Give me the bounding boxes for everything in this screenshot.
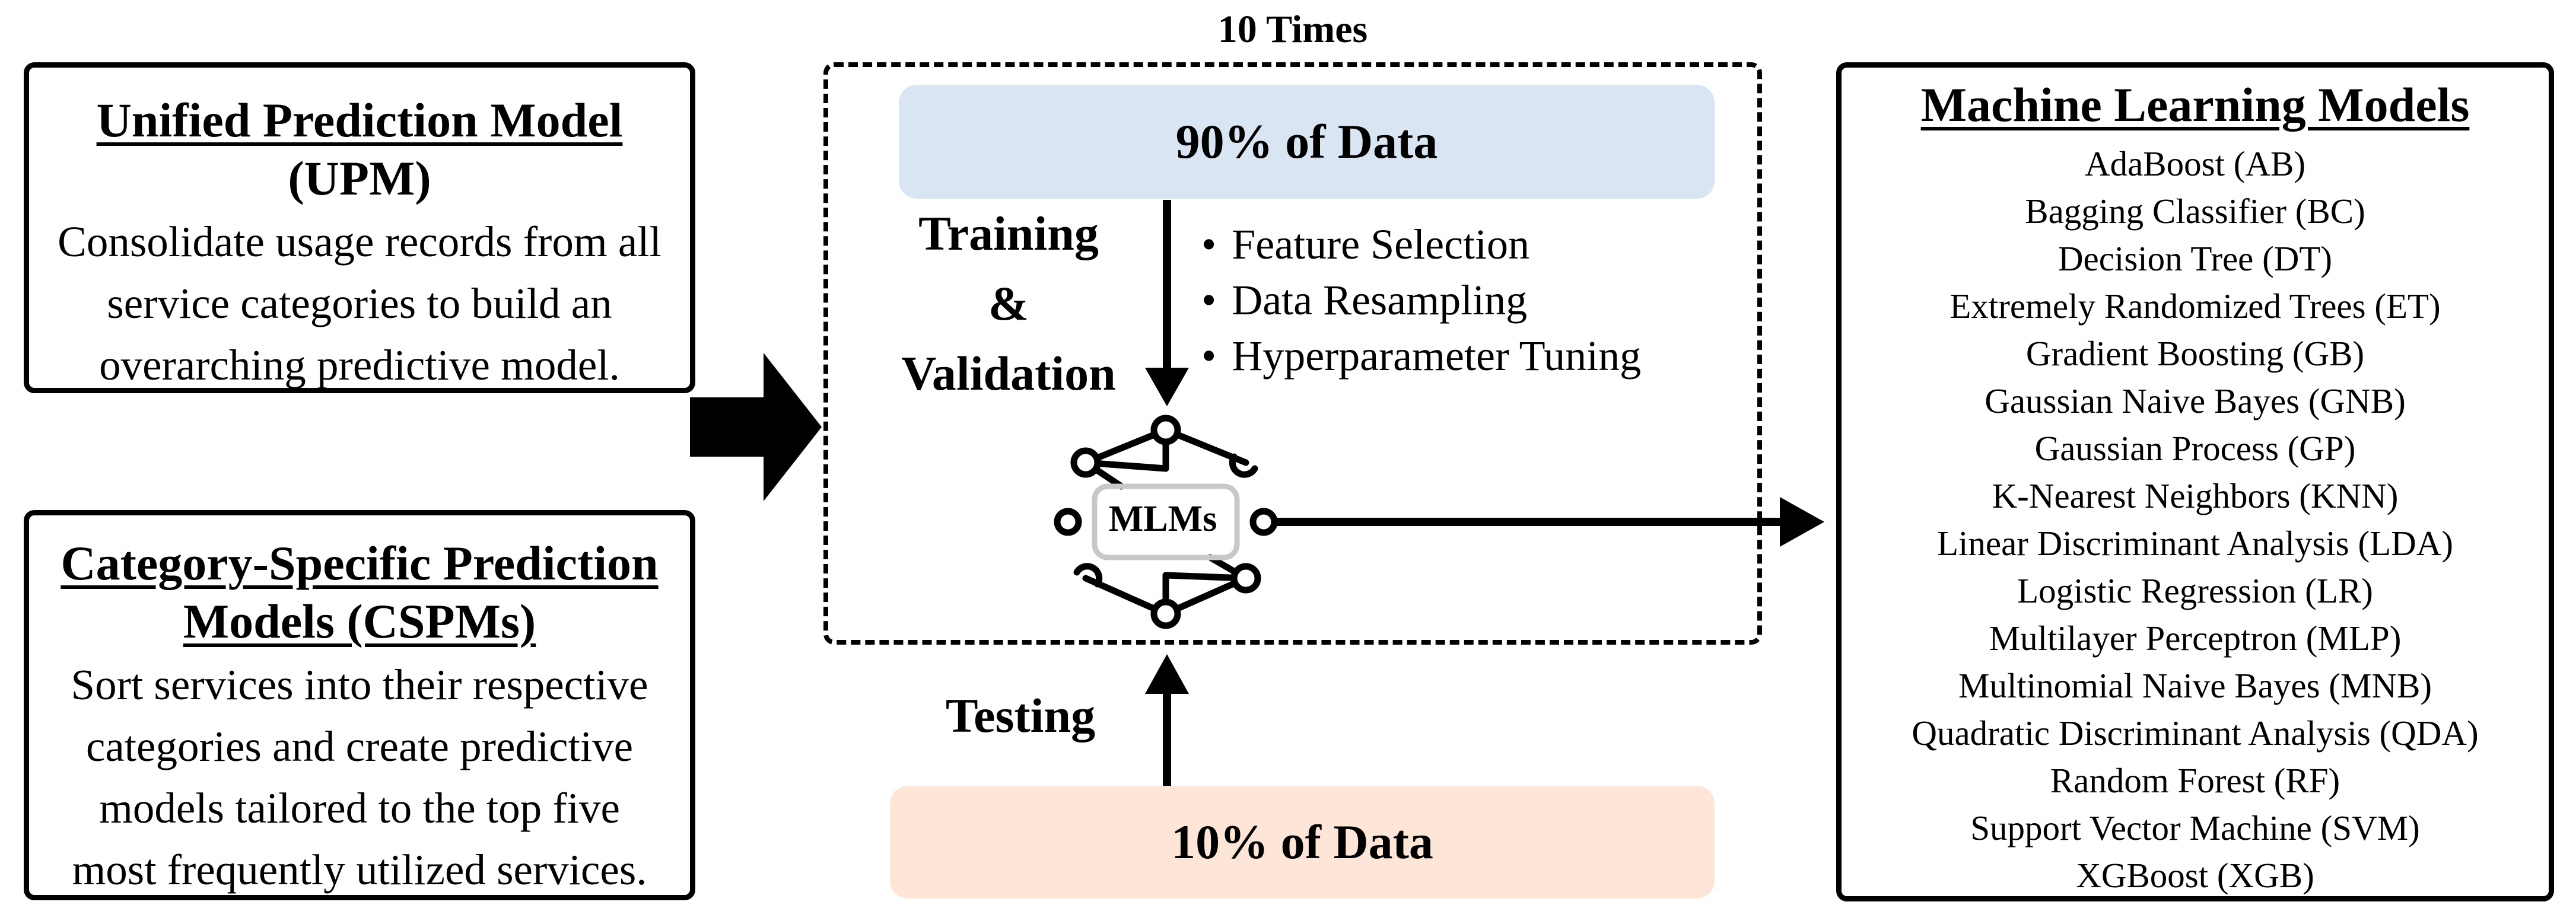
ml-model-item: Extremely Randomized Trees (ET) xyxy=(1950,286,2441,326)
upm-description-line: service categories to build an xyxy=(107,279,612,327)
ml-model-item: XGBoost (XGB) xyxy=(2076,856,2314,895)
ml-model-item: Quadratic Discriminant Analysis (QDA) xyxy=(1912,713,2479,753)
ml-models-list: AdaBoost (AB) Bagging Classifier (BC) De… xyxy=(1842,140,2549,899)
testing-arrow-head xyxy=(1145,654,1189,694)
testing-data-label: 10% of Data xyxy=(1171,815,1433,869)
iteration-label: 10 Times xyxy=(1217,8,1368,51)
ml-model-item: Support Vector Machine (SVM) xyxy=(1970,808,2420,847)
cspm-description-line: categories and create predictive xyxy=(85,722,634,770)
ml-model-item: Gaussian Naive Bayes (GNB) xyxy=(1985,381,2406,420)
ml-model-item: K-Nearest Neighbors (KNN) xyxy=(1992,476,2399,515)
cspm-title: Category-Specific Prediction xyxy=(61,536,659,590)
ml-model-item: Logistic Regression (LR) xyxy=(2017,571,2373,610)
testing-label: Testing xyxy=(945,689,1096,743)
upm-box: Unified Prediction Model (UPM) Consolida… xyxy=(24,62,695,393)
ml-models-box: Machine Learning Models AdaBoost (AB) Ba… xyxy=(1836,62,2554,901)
training-arrow-head xyxy=(1145,368,1189,406)
ampersand: & xyxy=(988,276,1029,330)
ml-model-item: Multinomial Naive Bayes (MNB) xyxy=(1958,666,2432,705)
ml-models-title: Machine Learning Models xyxy=(1920,78,2470,132)
training-validation-label: Training & Validation xyxy=(884,199,1133,409)
cspm-box: Category-Specific Prediction Models (CSP… xyxy=(24,510,695,900)
testing-data-pill: 10% of Data xyxy=(890,786,1715,898)
step-feature-selection: Feature Selection xyxy=(1201,216,1641,272)
ml-model-item: AdaBoost (AB) xyxy=(2084,144,2305,183)
cspm-subtitle: Models (CSPMs) xyxy=(183,594,536,648)
ml-model-item: Decision Tree (DT) xyxy=(2057,239,2333,278)
cspm-description-line: Sort services into their respective xyxy=(71,661,648,709)
step-data-resampling: Data Resampling xyxy=(1201,272,1641,328)
training-data-pill: 90% of Data xyxy=(899,85,1715,199)
step-hyperparameter-tuning: Hyperparameter Tuning xyxy=(1201,328,1641,384)
validation-word: Validation xyxy=(901,346,1116,400)
output-arrow-head xyxy=(1780,497,1824,547)
upm-subtitle: (UPM) xyxy=(288,151,431,205)
upm-description-line: overarching predictive model. xyxy=(99,341,620,389)
ml-model-item: Multilayer Perceptron (MLP) xyxy=(1989,619,2402,658)
cross-validation-loop xyxy=(823,62,1762,645)
upm-description-line: Consolidate usage records from all xyxy=(58,218,662,266)
upm-title: Unified Prediction Model xyxy=(96,93,623,147)
ml-model-item: Gradient Boosting (GB) xyxy=(2025,334,2365,373)
input-arrow xyxy=(690,353,822,501)
ml-model-item: Bagging Classifier (BC) xyxy=(2025,192,2365,231)
training-data-label: 90% of Data xyxy=(1175,114,1438,168)
mlm-label: MLMs xyxy=(1108,499,1217,539)
ml-model-item: Random Forest (RF) xyxy=(2050,761,2340,800)
training-steps-list: Feature Selection Data Resampling Hyperp… xyxy=(1201,216,1641,384)
training-word: Training xyxy=(918,206,1099,260)
neural-network-icon xyxy=(1054,415,1278,629)
cspm-description-line: most frequently utilized services. xyxy=(72,846,647,894)
ml-model-item: Gaussian Process (GP) xyxy=(2034,429,2356,468)
ml-model-item: Linear Discriminant Analysis (LDA) xyxy=(1936,524,2454,563)
cspm-description-line: models tailored to the top five xyxy=(99,784,620,832)
